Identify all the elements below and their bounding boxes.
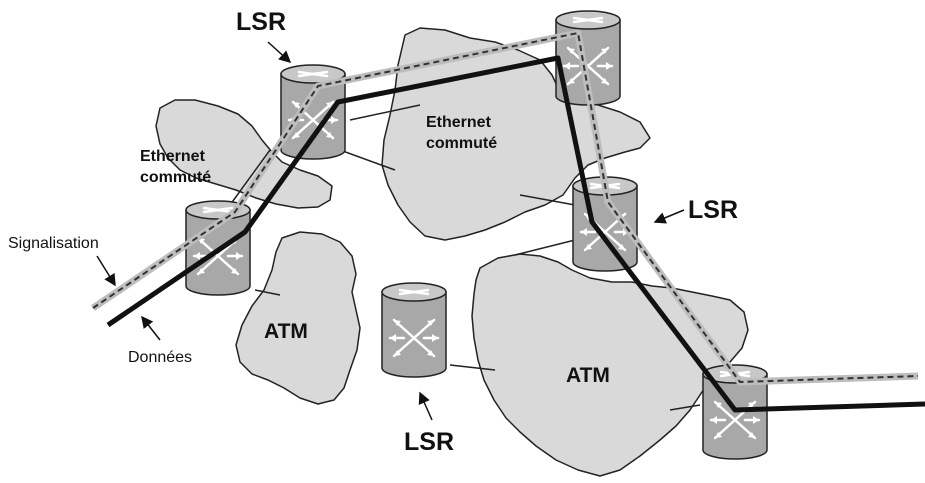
arrow-lsr-top [267,41,292,64]
arrow-signalisation [96,255,116,287]
label-signalisation: Signalisation [8,235,99,252]
link [229,149,271,206]
link [339,149,396,171]
label-lsr-top: LSR [236,8,286,36]
link [519,194,576,206]
label-donnees: Données [128,349,192,366]
router-center [380,281,448,379]
data-path [106,55,925,413]
link [514,239,576,256]
label-ethernet-center-2: commuté [426,135,497,152]
label-ethernet-left-2: commuté [140,169,211,186]
links [229,104,701,411]
link [449,364,496,371]
arrow-lsr-right [653,209,685,224]
atm-cloud-right [471,253,749,477]
signal-path-inner [92,32,919,383]
annotation-arrows [96,41,685,421]
label-ethernet-left-1: Ethernet [140,148,206,165]
link [669,404,701,411]
atm-cloud-left [235,231,361,405]
label-ethernet-center-1: Ethernet [426,114,492,131]
arrow-lsr-bottom [418,391,433,421]
ethernet-cloud-left [155,99,333,209]
label-lsr-right: LSR [688,196,738,224]
label-atm-right: ATM [566,364,610,387]
label-lsr-bottom: LSR [404,428,454,456]
link [254,289,281,296]
label-atm-left: ATM [264,320,308,343]
link [349,104,421,121]
lsr-router-icon [380,281,448,379]
arrow-donnees [141,315,161,341]
